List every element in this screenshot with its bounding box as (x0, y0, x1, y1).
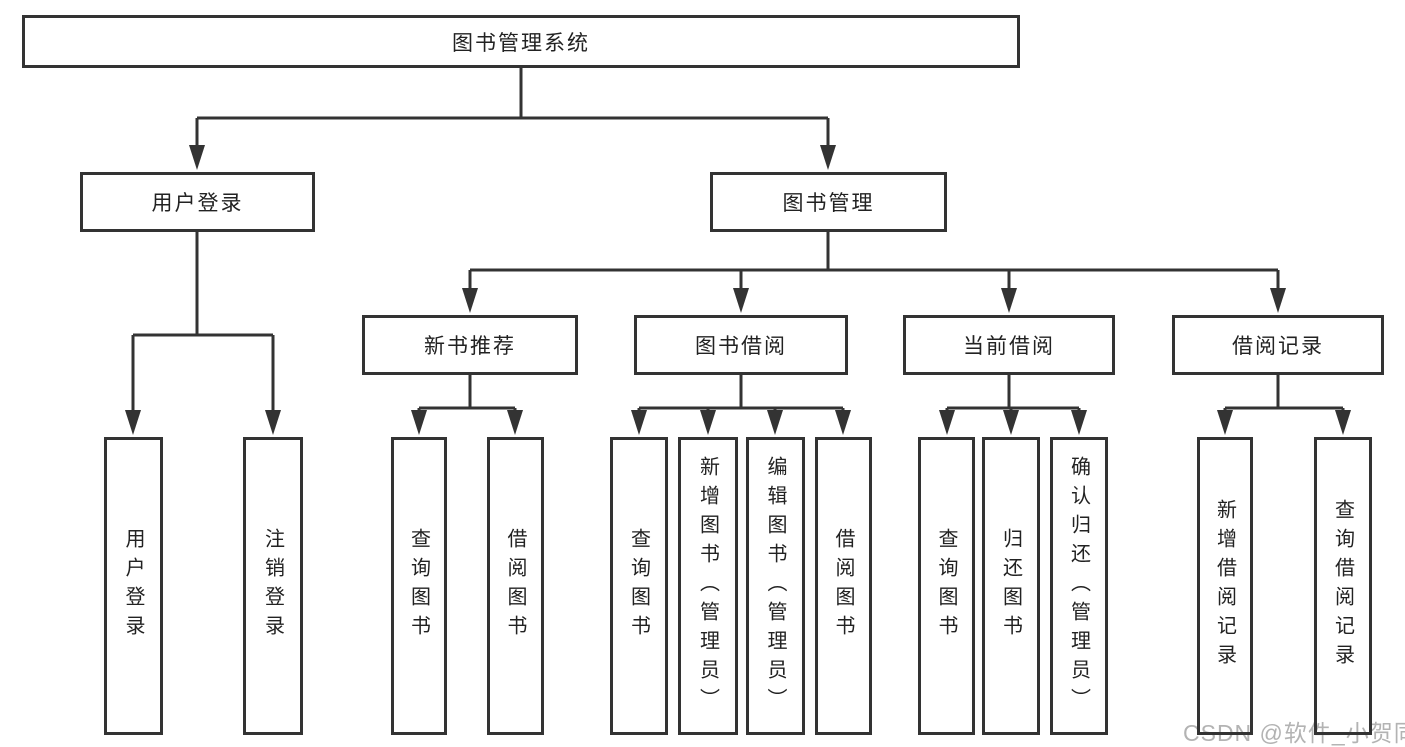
leaf-borrow-books-label: 借阅图书 (504, 528, 526, 644)
leaf-add-books-admin: 新增图书（管理员） (678, 437, 738, 735)
leaf-return-books: 归还图书 (982, 437, 1040, 735)
leaf-borrow-books-label: 借阅图书 (832, 528, 854, 644)
leaf-edit-books-admin: 编辑图书（管理员） (746, 437, 805, 735)
leaf-query-books-label: 查询图书 (407, 528, 430, 644)
node-library-management-system: 图书管理系统 (22, 15, 1020, 68)
leaf-query-books-newbook: 查询图书 (391, 437, 447, 735)
leaf-confirm-return-admin-label: 确认归还（管理员） (1067, 455, 1090, 717)
leaf-add-borrow-record: 新增借阅记录 (1197, 437, 1253, 735)
node-borrowing-records: 借阅记录 (1172, 315, 1384, 375)
leaf-query-books-label: 查询图书 (935, 528, 957, 644)
leaf-add-borrow-record-label: 新增借阅记录 (1213, 499, 1236, 673)
leaf-query-books-borrow: 查询图书 (610, 437, 668, 735)
node-user-login: 用户登录 (80, 172, 315, 232)
leaf-query-borrow-record-label: 查询借阅记录 (1331, 499, 1354, 673)
leaf-query-books-current: 查询图书 (918, 437, 975, 735)
leaf-query-borrow-record: 查询借阅记录 (1314, 437, 1372, 735)
leaf-logout-label: 注销登录 (261, 528, 284, 644)
leaf-return-books-label: 归还图书 (999, 528, 1022, 644)
leaf-logout: 注销登录 (243, 437, 303, 735)
node-book-borrowing: 图书借阅 (634, 315, 848, 375)
node-current-borrowing: 当前借阅 (903, 315, 1115, 375)
leaf-query-books-label: 查询图书 (627, 528, 650, 644)
node-new-book-recommendation: 新书推荐 (362, 315, 578, 375)
leaf-borrow-books-newbook: 借阅图书 (487, 437, 544, 735)
leaf-edit-books-admin-label: 编辑图书（管理员） (764, 455, 786, 717)
leaf-user-login-label: 用户登录 (122, 528, 144, 644)
leaf-user-login: 用户登录 (104, 437, 163, 735)
leaf-add-books-admin-label: 新增图书（管理员） (696, 455, 719, 717)
leaf-borrow-books: 借阅图书 (815, 437, 872, 735)
watermark: CSDN @软件_小贺同学 (1183, 720, 1405, 746)
arrowheads (125, 145, 1351, 435)
node-book-management: 图书管理 (710, 172, 947, 232)
leaf-confirm-return-admin: 确认归还（管理员） (1050, 437, 1108, 735)
